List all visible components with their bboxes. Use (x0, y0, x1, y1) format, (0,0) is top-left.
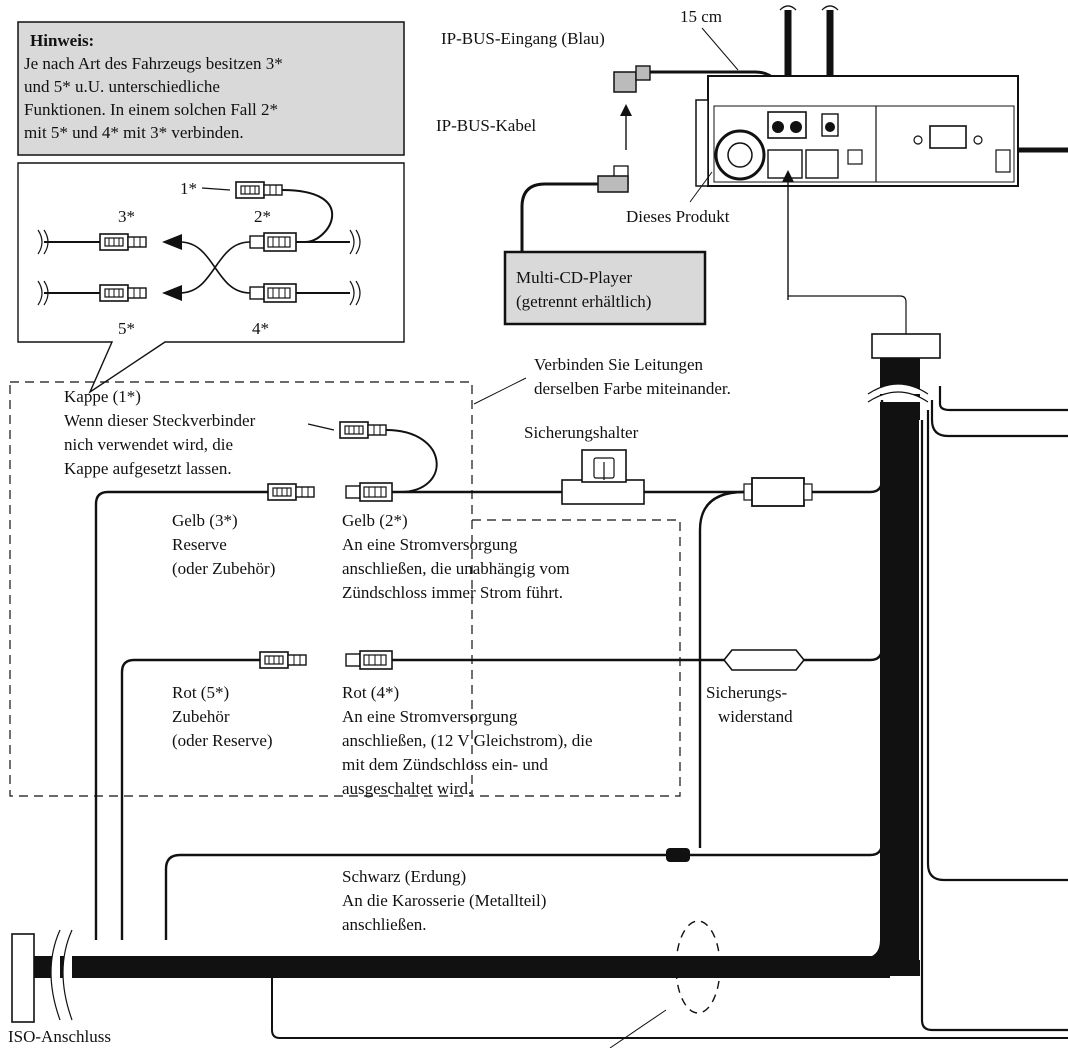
dashed-connection-group (9, 381, 681, 797)
inset-label-5: 5* (118, 319, 135, 338)
connector-inset: 1* 2* 4* 3* 5* (17, 162, 405, 394)
note-line: Je nach Art des Fahrzeugs besitzen 3* (24, 54, 283, 73)
red-4-note: ausgeschaltet wird. (342, 779, 472, 798)
red-4-note: An eine Stromversorgung (342, 707, 518, 726)
cd-player-label: Multi-CD-Player (516, 268, 632, 287)
cap-note: Kappe aufgesetzt lassen. (64, 459, 232, 478)
fuse-holder-icon (561, 449, 645, 505)
note-line: Funktionen. In einem solchen Fall 2* (24, 100, 278, 119)
ipbus-cable-connector-icon (597, 165, 629, 193)
red-4-note: anschließen, (12 V Gleichstrom), die (342, 731, 593, 750)
black-ground-note: anschließen. (342, 915, 427, 934)
red-5-note: (oder Reserve) (172, 731, 273, 750)
black-ground-label: Schwarz (Erdung) (342, 867, 466, 886)
fuse-resistor-label: Sicherungs- (706, 683, 788, 702)
socket-icon (99, 284, 147, 302)
fuse-resistor-icon (722, 649, 806, 671)
fuse-icon (743, 477, 813, 507)
iso-connector-label: ISO-Anschluss (8, 1027, 111, 1046)
yellow-2-plug-icon (345, 482, 393, 502)
red-5-socket-icon (259, 651, 307, 669)
plug-icon (249, 232, 297, 252)
socket-icon (99, 233, 147, 251)
yellow-3-label: Gelb (3*) (172, 511, 238, 530)
inset-label-3: 3* (118, 207, 135, 226)
yellow-3-socket-icon (267, 483, 315, 501)
inset-label-4: 4* (252, 319, 269, 338)
red-4-plug-icon (345, 650, 393, 670)
fuse-holder-label: Sicherungshalter (524, 423, 639, 442)
yellow-2-label: Gelb (2*) (342, 511, 408, 530)
note-line: mit 5* und 4* mit 3* verbinden. (24, 123, 244, 142)
cap-connector-icon (235, 181, 283, 199)
red-5-note: Zubehör (172, 707, 230, 726)
same-color-label: derselben Farbe miteinander. (534, 379, 731, 398)
fuse-resistor-label: widerstand (718, 707, 793, 726)
ipbus-cable-label: IP-BUS-Kabel (436, 116, 536, 135)
note-title: Hinweis: (30, 31, 94, 50)
cap-note: nich verwendet wird, die (64, 435, 233, 454)
cd-player-note: (getrennt erhältlich) (516, 292, 651, 311)
yellow-2-note: Zündschloss immer Strom führt. (342, 583, 563, 602)
plug-icon (249, 283, 297, 303)
cap-plug-icon (339, 421, 387, 439)
red-4-label: Rot (4*) (342, 683, 399, 702)
cap-note: Wenn dieser Steckverbinder (64, 411, 256, 430)
head-unit-icon (695, 5, 1068, 334)
yellow-3-note: Reserve (172, 535, 227, 554)
note-box: Hinweis: Je nach Art des Fahrzeugs besit… (17, 21, 405, 156)
product-label: Dieses Produkt (626, 207, 730, 226)
cap-title: Kappe (1*) (64, 387, 141, 406)
same-color-label: Verbinden Sie Leitungen (534, 355, 704, 374)
inset-label-1: 1* (180, 179, 197, 198)
note-line: und 5* u.U. unterschiedliche (24, 77, 220, 96)
yellow-2-note: An eine Stromversorgung (342, 535, 518, 554)
ipbus-input-label: IP-BUS-Eingang (Blau) (441, 29, 605, 48)
ipbus-input-connector-icon (613, 65, 651, 93)
cable-length-label: 15 cm (680, 7, 722, 26)
yellow-2-note: anschließen, die unabhängig vom (342, 559, 570, 578)
wiring-harness (11, 333, 1068, 1048)
red-5-label: Rot (5*) (172, 683, 229, 702)
multi-cd-player-box: Multi-CD-Player (getrennt erhältlich) (503, 250, 707, 326)
red-4-note: mit dem Zündschloss ein- und (342, 755, 548, 774)
black-ground-note: An die Karosserie (Metallteil) (342, 891, 546, 910)
inset-label-2: 2* (254, 207, 271, 226)
yellow-3-note: (oder Zubehör) (172, 559, 275, 578)
ground-terminal-icon (666, 848, 690, 862)
